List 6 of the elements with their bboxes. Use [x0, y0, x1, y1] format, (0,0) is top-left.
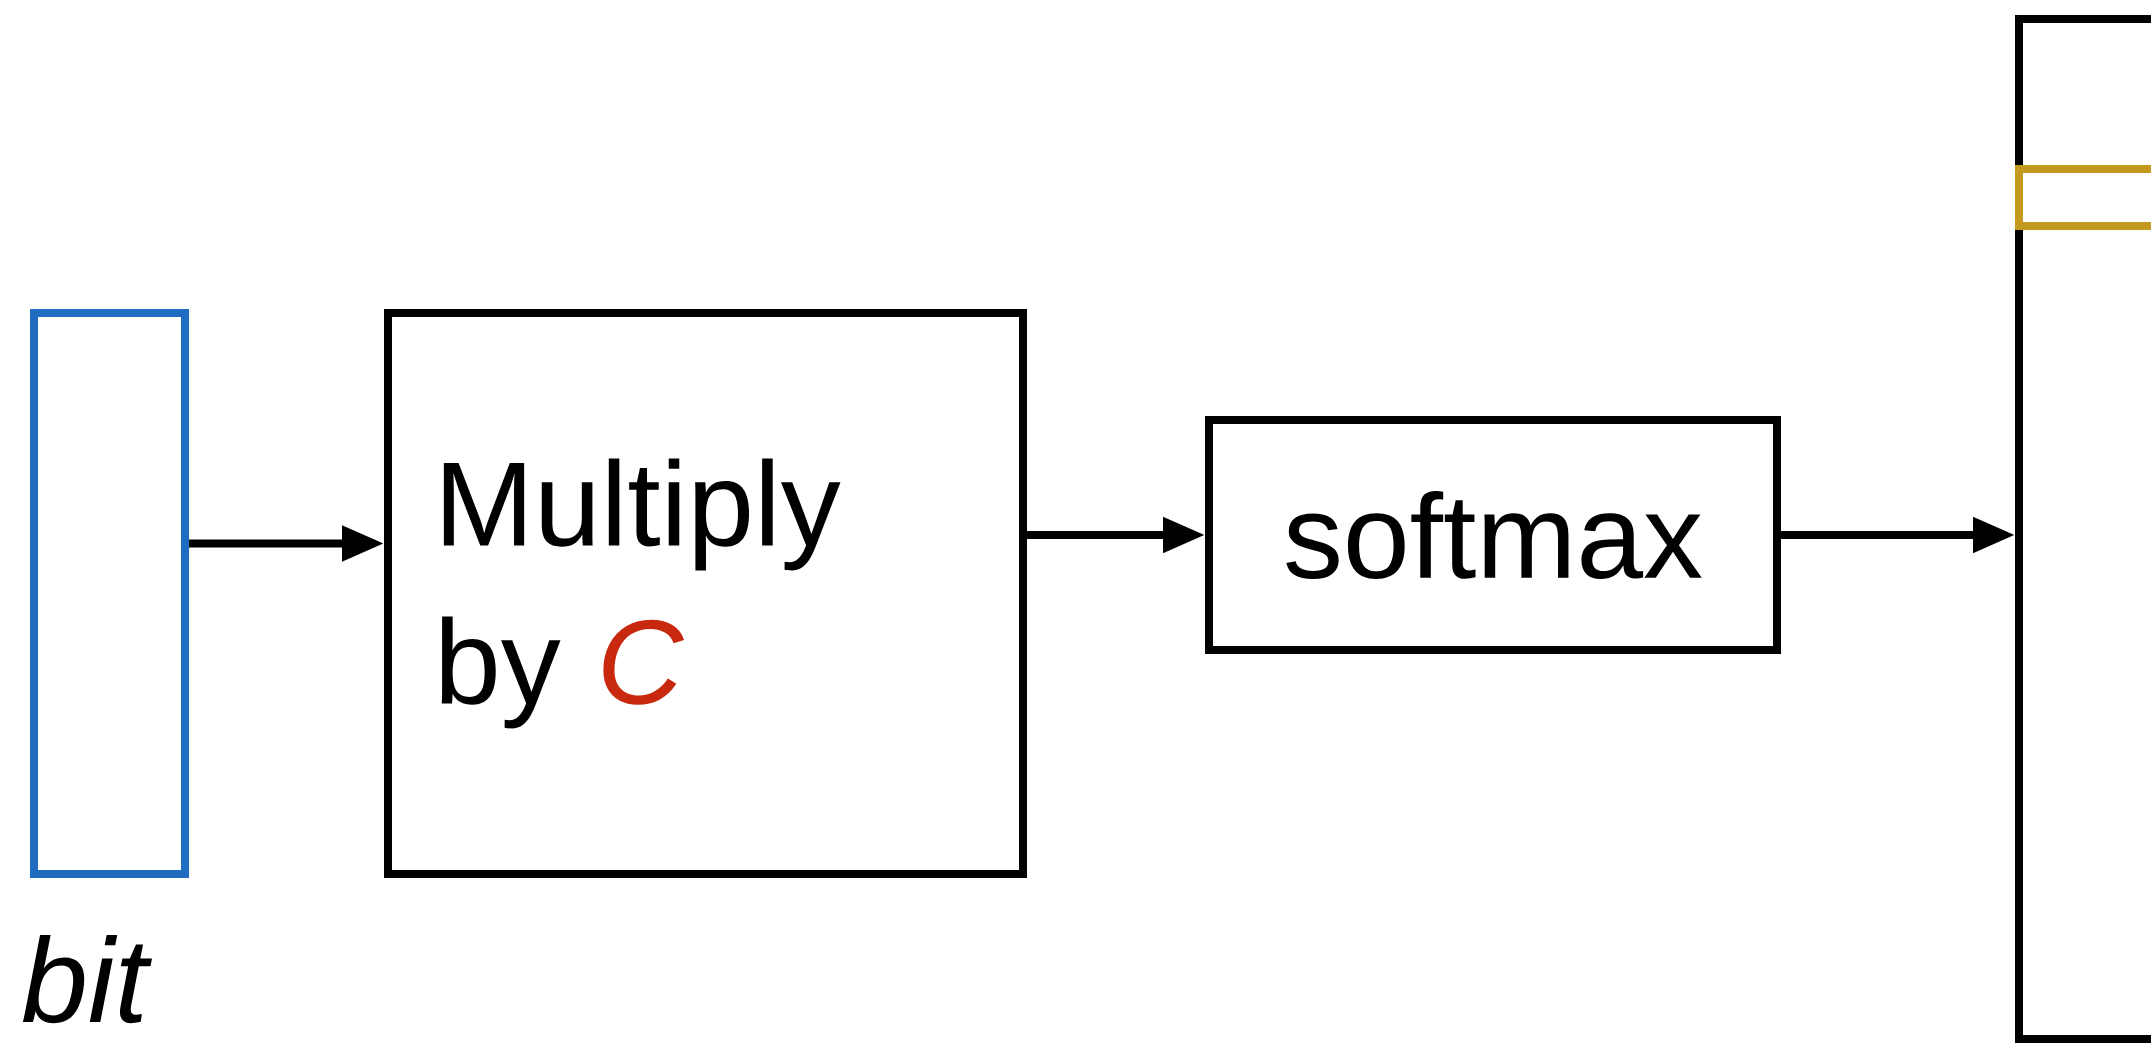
process-box: softmax [1205, 416, 1781, 654]
box [2015, 15, 2151, 1043]
box-label: bit [22, 935, 152, 1024]
process-box: Multiply by C [384, 309, 1027, 878]
input-box [30, 309, 189, 878]
box [2015, 165, 2151, 230]
